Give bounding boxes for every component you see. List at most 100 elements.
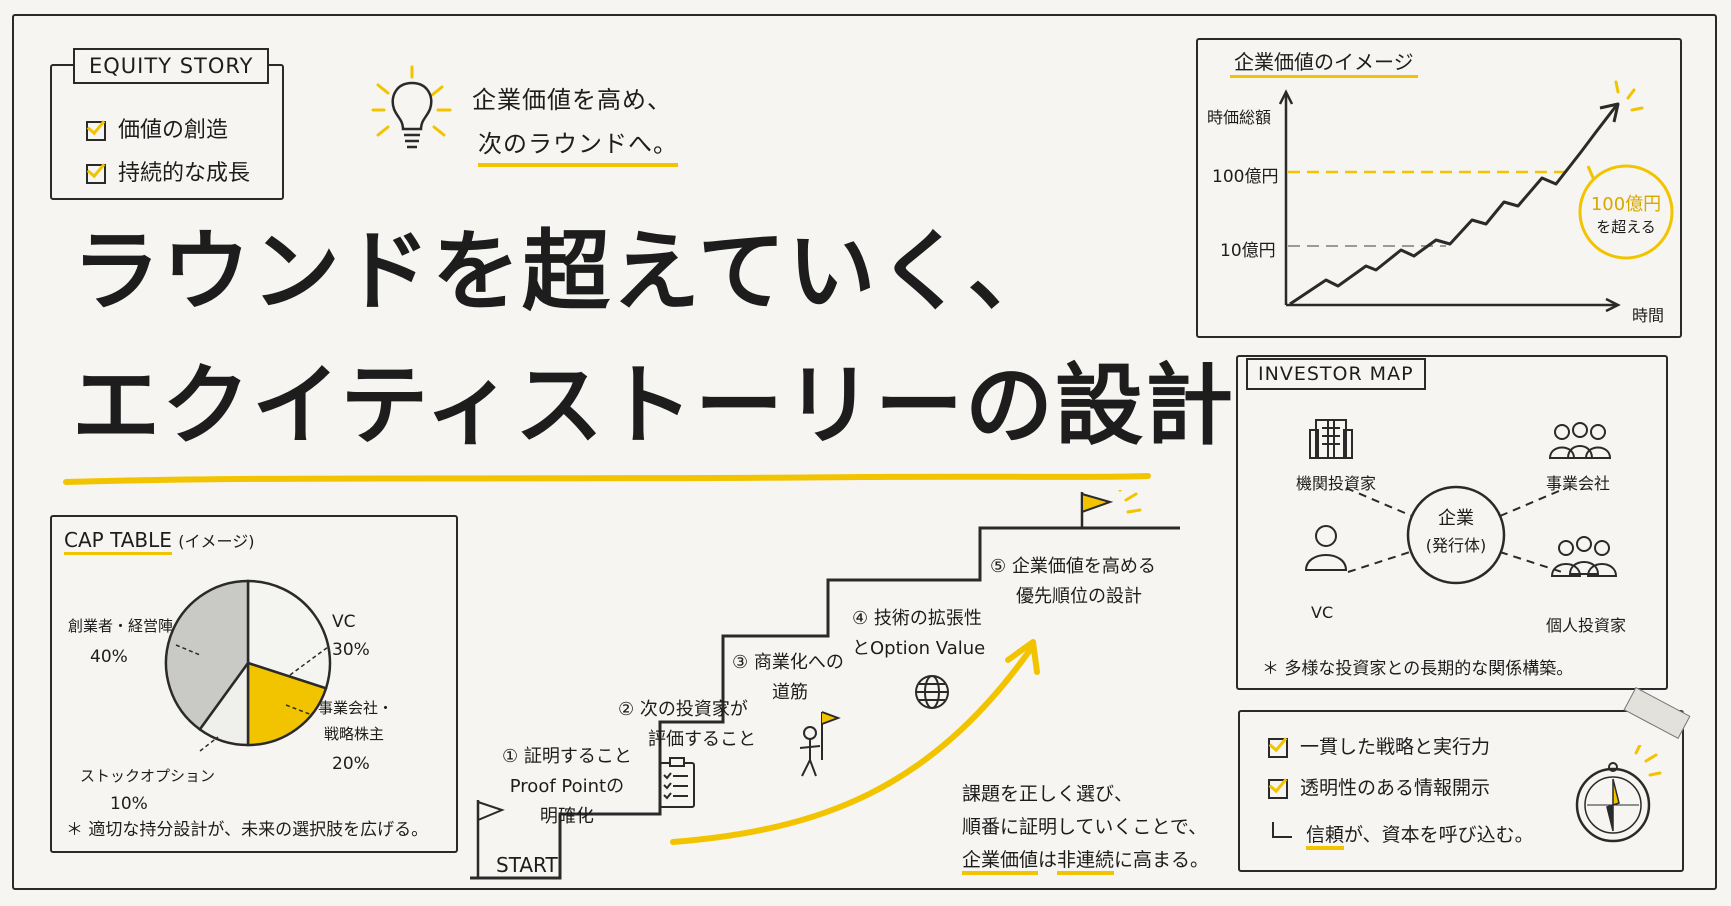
value-chart-tag: 企業価値のイメージ (1230, 46, 1418, 78)
tagline-line1: 企業価値を高め、 (472, 86, 672, 114)
cap-table-pie-chart: 創業者・経営陣 40% VC 30% 事業会社・戦略株主 20% ストックオプション 10% (68, 579, 393, 810)
pie-value-label: 40% (90, 647, 128, 667)
individuals-icon (1550, 536, 1618, 577)
step-1-line: Proof Pointの (509, 776, 625, 797)
step-4-line: とOption Value (852, 638, 986, 659)
pie-value-label: 30% (332, 640, 370, 660)
person-icon (1304, 525, 1348, 571)
step-1-text: ① 証明すること Proof Pointの 明確化 (502, 742, 632, 832)
investor-map-diagram (1304, 419, 1618, 585)
bubble-caption: を超える (1596, 218, 1656, 236)
cap-table-heading: CAP TABLE (イメージ) (60, 528, 259, 555)
trust-keyword: 信頼 (1306, 824, 1345, 850)
step-2-line: ② 次の投資家が (618, 699, 748, 720)
pie-label: 事業会社・ (318, 699, 393, 717)
pie-leader-line (175, 644, 201, 656)
pie-label: 戦略株主 (324, 725, 384, 743)
trust-box (1238, 710, 1684, 872)
value-line-chart (1278, 80, 1674, 313)
investor-map-tag: INVESTOR MAP (1246, 358, 1426, 390)
cap-table-tag: CAP TABLE (64, 528, 172, 555)
pie-leader-line (285, 704, 313, 716)
center-line1: 企業 (1438, 508, 1474, 529)
vc-label: VC (1311, 603, 1334, 622)
checkbox-icon (86, 121, 106, 141)
investor-map-box (1236, 355, 1668, 690)
value-chart-x-label: 時間 (1632, 306, 1665, 325)
outer-frame (12, 14, 1717, 890)
trust-result-text: が、資本を呼び込む。 (1344, 824, 1534, 846)
return-arrow-icon (1272, 822, 1292, 838)
pie-leader-line (289, 646, 329, 676)
trust-item-disclosure: 透明性のある情報開示 (1300, 777, 1491, 799)
lightbulb-icon (371, 65, 452, 149)
cap-table-note: ＊ 適切な持分設計が、未来の選択肢を広げる。 (66, 820, 429, 840)
investor-center: 企業 (発行体) (1406, 505, 1506, 559)
value-chart-y-label: 時価総額 (1207, 108, 1272, 127)
pie-label: ストックオプション (80, 767, 215, 785)
person-flag-icon (799, 711, 841, 777)
step-4-text: ④ 技術の拡張性 とOption Value (852, 604, 985, 664)
bubble-value: 100億円 (1590, 194, 1662, 215)
trust-result: 信頼が、資本を呼び込む。 (1272, 820, 1534, 850)
step-2-text: ② 次の投資家が 評価すること (618, 695, 756, 755)
checkbox-icon (1268, 737, 1288, 758)
closing-end: に高まる。 (1114, 849, 1210, 871)
pie-value-label: 10% (110, 794, 148, 810)
title-line1: ラウンドを超えていく、 (72, 220, 1058, 323)
closing-line2: 順番に証明していくことで、 (962, 816, 1208, 838)
staircase (470, 490, 1180, 880)
building-icon (1309, 419, 1353, 459)
pie-slice-founders (164, 579, 250, 732)
equity-item-growth: 持続的な成長 (118, 161, 251, 186)
step-3-line: ③ 商業化への (732, 652, 844, 673)
group-icon (1548, 422, 1612, 459)
closing-particle: は (1038, 849, 1058, 871)
center-line2: (発行体) (1425, 536, 1487, 555)
value-chart-bubble: 100億円 を超える (1586, 190, 1666, 237)
step-1-line: 明確化 (539, 806, 594, 827)
step-5-line: ⑤ 企業価値を高める (990, 556, 1156, 577)
equity-story-item: 価値の創造 (86, 112, 228, 144)
title-underline (63, 473, 1151, 485)
step-3-line: 道筋 (772, 682, 808, 703)
title-line2: エクイティストーリーの設計 (72, 354, 1235, 457)
start-label: START (496, 853, 558, 877)
closing-line3: 企業価値は非連続に高まる。 (962, 844, 1209, 877)
checkbox-icon (1268, 778, 1288, 799)
individual-label: 個人投資家 (1546, 616, 1627, 635)
value-chart-tick-low: 10億円 (1220, 241, 1276, 261)
checkbox-icon (86, 164, 106, 184)
compass-icon (1575, 745, 1662, 843)
trust-item: 一貫した戦略と実行力 (1268, 732, 1490, 759)
pie-leader-line (199, 736, 219, 752)
trust-item: 透明性のある情報開示 (1268, 773, 1490, 800)
pie-value-label: 20% (332, 754, 370, 774)
equity-item-value: 価値の創造 (118, 118, 229, 143)
step-5-text: ⑤ 企業価値を高める 優先順位の設計 (990, 552, 1156, 612)
pie-label: VC (332, 612, 356, 632)
institutional-label: 機関投資家 (1296, 474, 1377, 493)
value-chart-box (1196, 38, 1682, 338)
value-chart-tick-high: 100億円 (1212, 167, 1279, 187)
step-3-text: ③ 商業化への 道筋 (732, 648, 844, 708)
tagline-line2: 次のラウンドへ。 (478, 124, 678, 167)
step-4-line: ④ 技術の拡張性 (852, 608, 982, 629)
step-1-line: ① 証明すること (502, 746, 632, 767)
globe-icon (915, 675, 949, 709)
closing-line1: 課題を正しく選び、 (962, 783, 1134, 805)
investor-map-note: ＊ 多様な投資家との長期的な関係構築。 (1262, 659, 1574, 679)
cap-table-box (50, 515, 458, 853)
equity-story-item: 持続的な成長 (86, 155, 250, 187)
cap-table-tag-sub: (イメージ) (178, 532, 255, 551)
closing-keyword-value: 企業価値 (962, 849, 1039, 875)
pie-slice-corporate (246, 661, 328, 747)
step-2-line: 評価すること (648, 729, 756, 750)
closing-text: 課題を正しく選び、 順番に証明していくことで、 企業価値は非連続に高まる。 (962, 778, 1209, 877)
equity-story-tag: EQUITY STORY (73, 48, 270, 84)
corporate-label: 事業会社 (1546, 474, 1611, 493)
step-5-line: 優先順位の設計 (1016, 586, 1142, 607)
pie-label: 創業者・経営陣 (68, 617, 173, 635)
closing-keyword-discontinuous: 非連続 (1057, 849, 1115, 875)
trust-item-strategy: 一貫した戦略と実行力 (1300, 736, 1491, 758)
